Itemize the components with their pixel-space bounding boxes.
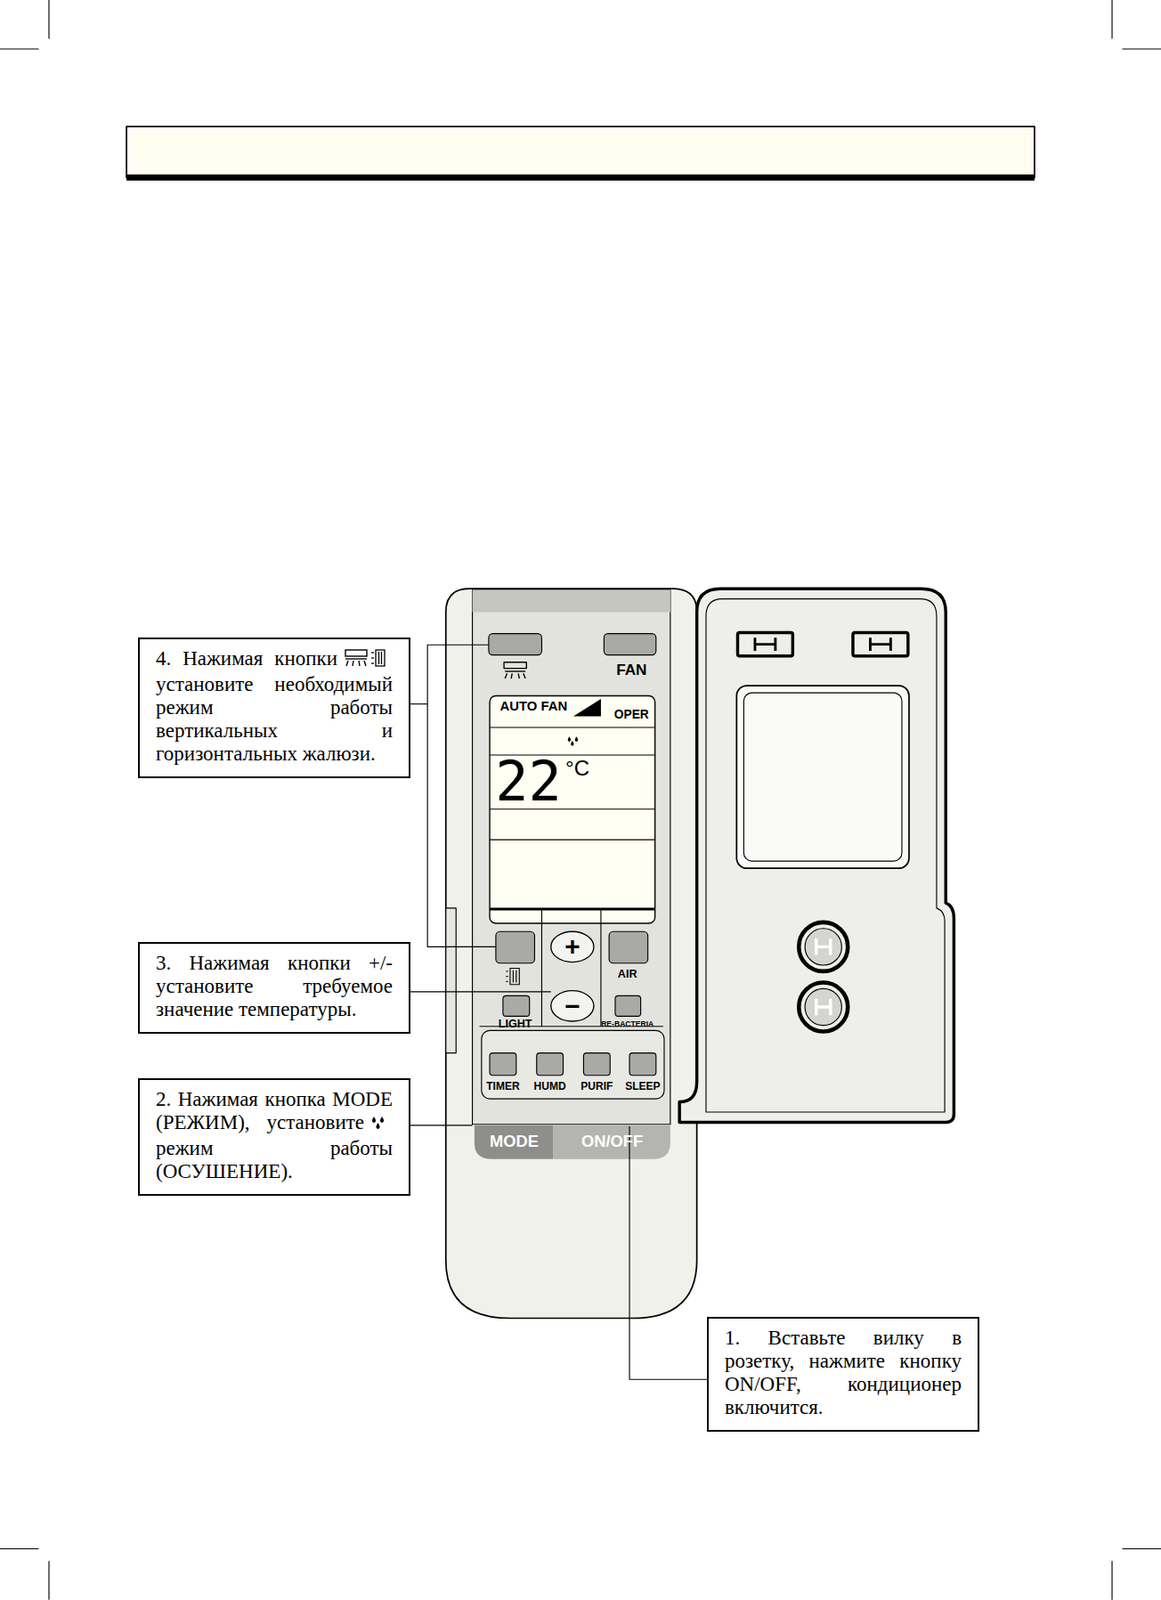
callout-box: 4. Нажимая кнопки установите необходимый … bbox=[138, 637, 411, 779]
callout-text: 2. Нажимая кнопка MODE (РЕЖИМ), установи… bbox=[155, 1087, 393, 1134]
button-label: + bbox=[564, 933, 580, 960]
callout-box: 3. Нажимая кнопки +/- установите требуем… bbox=[138, 941, 411, 1034]
mode-icon bbox=[342, 648, 388, 674]
mode-icon bbox=[369, 1113, 388, 1137]
callout-text: 3. Нажимая кнопки +/- установите требуем… bbox=[155, 951, 393, 1021]
button-label: ON/OFF bbox=[581, 1133, 643, 1150]
callout-text: режим работы (ОСУШЕНИЕ). bbox=[155, 1136, 393, 1183]
callout-text: 1. Вставьте вилку в розетку, нажмите кно… bbox=[724, 1326, 962, 1419]
button-label: MODE bbox=[489, 1133, 539, 1150]
callout-text: 4. Нажимая кнопки bbox=[155, 647, 338, 670]
callout-box: 2. Нажимая кнопка MODE (РЕЖИМ), установи… bbox=[138, 1078, 411, 1196]
button-label: LIGHT bbox=[498, 1018, 533, 1031]
button-label: 22 bbox=[495, 755, 562, 811]
button-label: RE-BACTERIA bbox=[600, 1020, 654, 1029]
button-label: TIMER bbox=[486, 1080, 520, 1092]
callout-box: 1. Вставьте вилку в розетку, нажмите кно… bbox=[706, 1316, 980, 1432]
button-label: AUTO FAN bbox=[499, 699, 568, 714]
button-label: FAN bbox=[616, 662, 647, 678]
button-label: OPER bbox=[614, 708, 650, 722]
leader-lines bbox=[410, 644, 707, 1380]
button-label: °C bbox=[565, 757, 590, 780]
button-label: − bbox=[564, 992, 580, 1020]
button-label: PURIF bbox=[580, 1080, 613, 1092]
button-label: HUMD bbox=[534, 1080, 567, 1092]
button-label: SLEEP bbox=[625, 1080, 660, 1092]
header-band bbox=[126, 126, 1035, 178]
header-rule bbox=[126, 174, 1035, 181]
callout-text: установите необходимый режим работы верт… bbox=[155, 673, 393, 765]
button-label: AIR bbox=[617, 968, 638, 981]
